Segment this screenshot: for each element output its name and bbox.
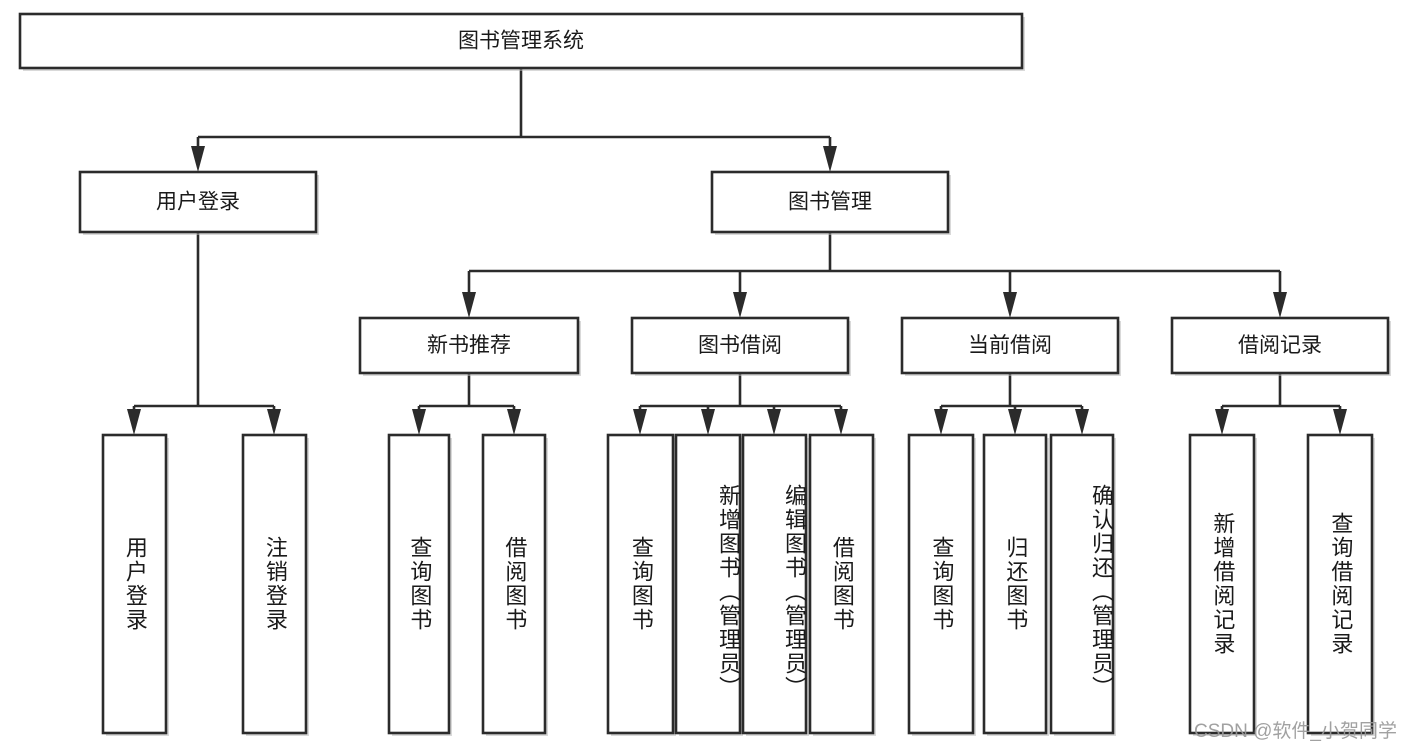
csdn-watermark: CSDN @软件_小贺同学 [1194, 721, 1397, 742]
arrow-head-icon [127, 409, 141, 435]
box-outline[interactable] [741, 433, 808, 735]
connector-bus-new-book [412, 373, 521, 435]
box-outline[interactable] [674, 433, 742, 735]
node-new-book-recommend[interactable] [358, 316, 581, 376]
leaf-leaf-borrow-edit-book[interactable] [741, 433, 809, 736]
node-user-login[interactable] [78, 170, 319, 235]
box-outline[interactable] [630, 316, 850, 375]
box-outline[interactable] [1306, 433, 1374, 735]
box-outline[interactable] [982, 433, 1048, 735]
arrow-head-icon [1075, 409, 1089, 435]
arrow-head-icon [733, 292, 747, 318]
connector-bus-borrow-record [1215, 373, 1347, 435]
box-outline[interactable] [1049, 433, 1115, 735]
node-current-borrow[interactable] [900, 316, 1121, 376]
arrow-head-icon [1008, 409, 1022, 435]
node-label-book-borrow: 图书借阅 [698, 334, 782, 357]
box-outline[interactable] [907, 433, 975, 735]
leaf-leaf-borrow-add-book[interactable] [674, 433, 743, 736]
leaf-leaf-rec-borrow-book[interactable] [481, 433, 548, 736]
arrow-head-icon [767, 409, 781, 435]
leaf-leaf-user-login[interactable] [101, 433, 169, 736]
box-outline[interactable] [1170, 316, 1390, 375]
node-root[interactable] [18, 12, 1025, 71]
box-outline[interactable] [18, 12, 1024, 70]
leaf-leaf-cur-query-book[interactable] [907, 433, 976, 736]
leaf-leaf-user-logout[interactable] [241, 433, 309, 736]
connector-bus-root [191, 68, 837, 172]
leaf-leaf-borrow-query-book[interactable] [606, 433, 676, 736]
arrow-head-icon [823, 146, 837, 172]
node-label-user-login: 用户登录 [156, 191, 240, 214]
arrow-head-icon [1215, 409, 1229, 435]
node-label-root: 图书管理系统 [458, 30, 584, 53]
arrow-head-icon [462, 292, 476, 318]
arrow-head-icon [1333, 409, 1347, 435]
leaf-leaf-rec-add-record[interactable] [1188, 433, 1257, 736]
box-outline[interactable] [710, 170, 950, 234]
box-outline[interactable] [101, 433, 168, 735]
connector-bus-book-manage [462, 232, 1287, 318]
box-outline[interactable] [808, 433, 875, 735]
node-book-manage[interactable] [710, 170, 951, 235]
node-label-current-borrow: 当前借阅 [968, 334, 1052, 357]
leaf-leaf-cur-confirm-return[interactable] [1049, 433, 1116, 736]
connector-bus-book-borrow [633, 373, 848, 435]
box-outline[interactable] [387, 433, 451, 735]
arrow-head-icon [267, 409, 281, 435]
arrow-head-icon [1273, 292, 1287, 318]
box-outline[interactable] [900, 316, 1120, 375]
boxes-layer [18, 12, 1391, 736]
node-label-new-book-recommend: 新书推荐 [427, 334, 511, 357]
leaf-leaf-cur-return-book[interactable] [982, 433, 1049, 736]
box-outline[interactable] [606, 433, 675, 735]
connector-bus-user-login [127, 232, 281, 435]
node-label-book-manage: 图书管理 [788, 191, 872, 214]
arrow-head-icon [934, 409, 948, 435]
box-outline[interactable] [78, 170, 318, 234]
box-outline[interactable] [358, 316, 580, 375]
arrow-head-icon [1003, 292, 1017, 318]
arrow-head-icon [834, 409, 848, 435]
node-borrow-record[interactable] [1170, 316, 1391, 376]
leaf-leaf-rec-query-book[interactable] [387, 433, 452, 736]
connector-bus-current-borrow [934, 373, 1089, 435]
arrow-head-icon [412, 409, 426, 435]
arrow-head-icon [191, 146, 205, 172]
box-outline[interactable] [1188, 433, 1256, 735]
node-book-borrow[interactable] [630, 316, 851, 376]
node-label-borrow-record: 借阅记录 [1238, 334, 1322, 357]
edges-layer [127, 68, 1347, 435]
leaf-leaf-rec-query-record[interactable] [1306, 433, 1375, 736]
arrow-head-icon [507, 409, 521, 435]
leaf-leaf-borrow-borrow-book[interactable] [808, 433, 876, 736]
arrow-head-icon [701, 409, 715, 435]
box-outline[interactable] [241, 433, 308, 735]
arrow-head-icon [633, 409, 647, 435]
box-outline[interactable] [481, 433, 547, 735]
